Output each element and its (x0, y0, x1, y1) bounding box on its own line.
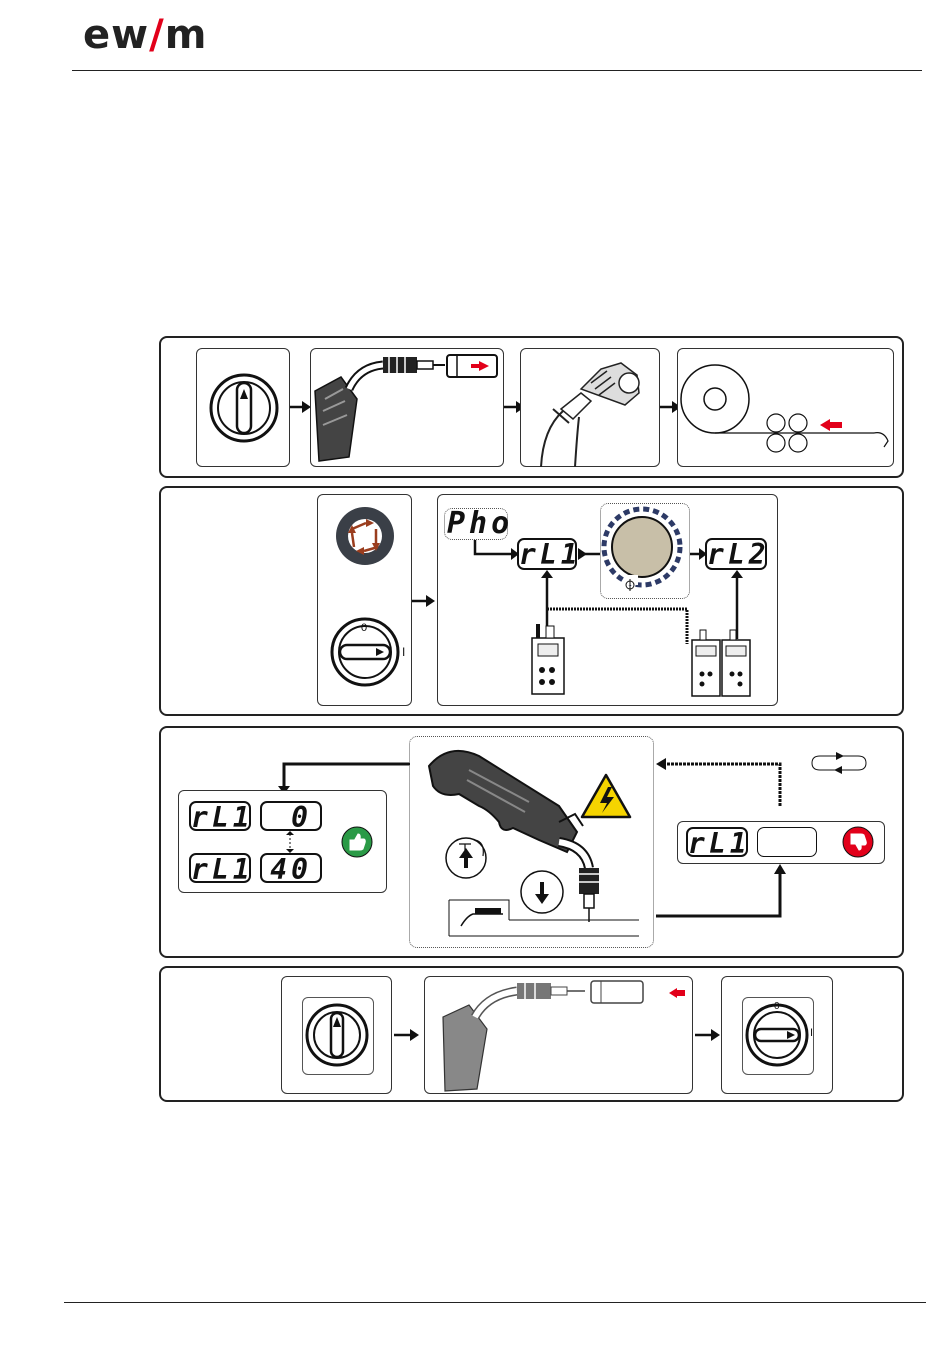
thumbs-up-icon (341, 826, 373, 858)
rotary-switch-off-icon (282, 977, 393, 1095)
ok-display-value-2: 40 (260, 853, 322, 883)
wire-spool-icon (678, 349, 895, 468)
arrow-right-icon (392, 1028, 420, 1042)
switch-label-0: 0 (361, 622, 367, 634)
welding-torch-icon (311, 349, 505, 468)
wire-feeder-unit-icon (530, 624, 568, 698)
logo-text: m (165, 12, 208, 58)
fail-display-value (757, 827, 817, 857)
switch-label-1: I (810, 1027, 813, 1039)
dual-wire-feeder-icon (690, 630, 752, 698)
switch-label-0: 0 (774, 1001, 780, 1012)
arrow-down-icon (520, 870, 566, 916)
rotary-switch-off-icon (197, 349, 291, 468)
logo-slash: / (149, 12, 165, 58)
arrow-right-icon (290, 400, 312, 414)
ok-display-label-2: rL1 (189, 853, 251, 883)
arrow-right-icon (693, 1028, 721, 1042)
power-switch-off-box-2 (281, 976, 392, 1094)
wire-cutter-icon (521, 349, 661, 468)
power-switch-on-box: 0 I (721, 976, 833, 1094)
welding-torch-icon (425, 977, 694, 1095)
torch-nozzle-removal-box (310, 348, 504, 467)
arrow-from-fail-result (654, 756, 782, 808)
torch-nozzle-refit-box (424, 976, 693, 1094)
arrow-right-icon (412, 594, 436, 608)
power-switch-off-box (196, 348, 290, 467)
arrow-to-ok-result (280, 760, 412, 794)
loop-repeat-icon (808, 752, 870, 774)
logo-text: ew (83, 12, 149, 58)
arrow-to-fail-result (654, 862, 784, 920)
fail-display-label: rL1 (686, 827, 748, 857)
mode-switch-icons (318, 495, 413, 707)
switch-label-1: I (402, 645, 405, 659)
switch-on-box: 0 I (317, 494, 412, 706)
high-voltage-warning-icon (580, 773, 632, 819)
rotary-switch-on-icon (722, 977, 834, 1095)
footer-rule (64, 1302, 926, 1303)
wire-feed-box (677, 348, 894, 467)
arrow-up-icon (445, 834, 491, 880)
value-change-arrow (284, 831, 296, 853)
ok-display-value-1: 0 (260, 801, 322, 831)
ok-display-label-1: rL1 (189, 801, 251, 831)
header-rule (72, 70, 922, 71)
ewm-logo: ew/m (83, 12, 207, 58)
wire-cutting-box (520, 348, 660, 467)
thumbs-down-icon (842, 826, 874, 858)
